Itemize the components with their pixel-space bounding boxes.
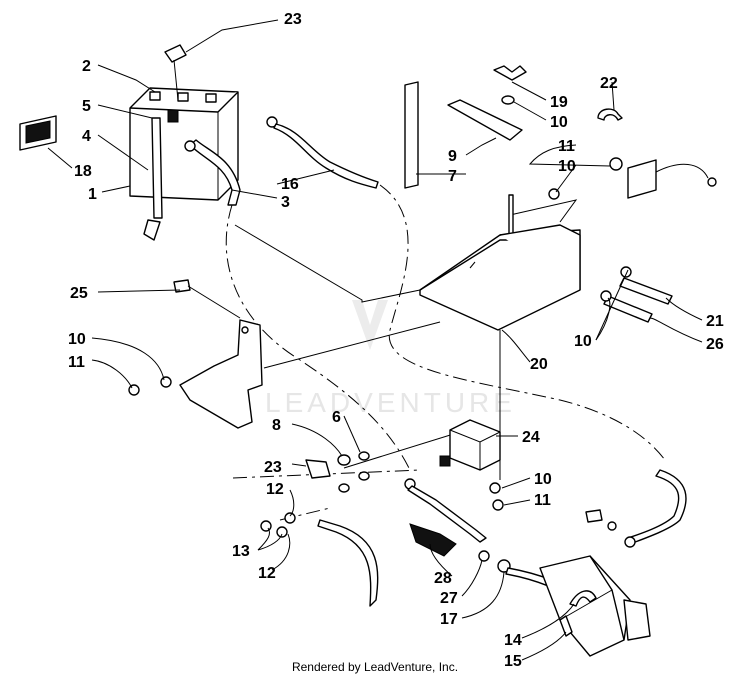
callout-3: 3 bbox=[281, 194, 290, 211]
washer-nut-left bbox=[128, 376, 172, 396]
callout-11-left: 11 bbox=[68, 354, 85, 371]
warning-decal bbox=[19, 115, 57, 151]
callout-17: 17 bbox=[440, 611, 458, 628]
callout-27: 27 bbox=[440, 590, 458, 607]
callout-10-upper: 10 bbox=[550, 114, 568, 131]
negative-cable bbox=[184, 139, 241, 206]
washer-top bbox=[501, 95, 515, 105]
callout-4: 4 bbox=[82, 128, 91, 145]
leader-lines bbox=[47, 19, 703, 661]
battery bbox=[129, 87, 239, 201]
callout-21: 21 bbox=[706, 313, 724, 330]
solenoid-24 bbox=[439, 419, 501, 471]
nut-washer-solenoid bbox=[489, 482, 504, 511]
callout-10-solenoid: 10 bbox=[534, 471, 552, 488]
callout-7: 7 bbox=[448, 168, 457, 185]
watermark-logo: LEADVENTURE bbox=[265, 300, 516, 418]
callout-16: 16 bbox=[281, 176, 299, 193]
callout-8: 8 bbox=[272, 417, 281, 434]
callout-19: 19 bbox=[550, 94, 568, 111]
terminal-hardware bbox=[305, 451, 370, 493]
callout-12-lower: 12 bbox=[258, 565, 276, 582]
positive-cable bbox=[266, 116, 379, 189]
solenoid-cable bbox=[404, 478, 487, 543]
cable-tie-14-15 bbox=[559, 590, 597, 637]
callout-10-tray: 10 bbox=[574, 333, 592, 350]
callout-6: 6 bbox=[332, 409, 341, 426]
callout-1: 1 bbox=[88, 186, 97, 203]
starter-motor bbox=[539, 555, 651, 657]
callout-5: 5 bbox=[82, 98, 91, 115]
callout-labels: 23 2 5 4 18 1 16 3 22 19 10 9 7 11 10 25… bbox=[68, 11, 724, 670]
callout-28: 28 bbox=[434, 570, 452, 587]
ground-cable-right bbox=[585, 469, 687, 548]
callout-12-upper: 12 bbox=[266, 481, 284, 498]
callout-11-solenoid: 11 bbox=[534, 492, 551, 509]
nuts-upper-right bbox=[548, 157, 623, 200]
small-nuts-13 bbox=[260, 512, 296, 538]
wire-harness-connector bbox=[627, 159, 717, 199]
wiring-routing-lines bbox=[225, 184, 666, 521]
ground-lead bbox=[317, 519, 379, 607]
watermark-text: LEADVENTURE bbox=[265, 387, 516, 418]
wing-nut bbox=[493, 65, 527, 81]
callout-18: 18 bbox=[74, 163, 92, 180]
callout-2: 2 bbox=[82, 58, 91, 75]
callout-10-mid: 10 bbox=[558, 158, 576, 175]
battery-tray bbox=[419, 224, 581, 331]
boot-28 bbox=[409, 523, 457, 557]
snap-ring bbox=[597, 108, 623, 121]
callout-14: 14 bbox=[504, 632, 522, 649]
callout-24: 24 bbox=[522, 429, 540, 446]
tray-bolts bbox=[600, 266, 673, 323]
callout-22: 22 bbox=[600, 75, 618, 92]
callout-9: 9 bbox=[448, 148, 457, 165]
callout-13: 13 bbox=[232, 543, 250, 560]
callout-25: 25 bbox=[70, 285, 88, 302]
callout-10-left: 10 bbox=[68, 331, 86, 348]
callout-15: 15 bbox=[504, 653, 522, 670]
callout-11-upper: 11 bbox=[558, 138, 575, 155]
callout-26: 26 bbox=[706, 336, 724, 353]
washer-27 bbox=[478, 550, 490, 562]
callout-23-lower: 23 bbox=[264, 459, 282, 476]
bolt-25 bbox=[173, 279, 241, 319]
mount-plate-left bbox=[179, 319, 263, 429]
mounting-bracket-small bbox=[447, 99, 523, 141]
terminal-boot bbox=[164, 44, 187, 101]
render-credit: Rendered by LeadVenture, Inc. bbox=[291, 660, 459, 674]
callout-23-top: 23 bbox=[284, 11, 302, 28]
hold-down-strap bbox=[404, 81, 419, 189]
callout-20: 20 bbox=[530, 356, 548, 373]
battery-strap bbox=[143, 117, 163, 241]
